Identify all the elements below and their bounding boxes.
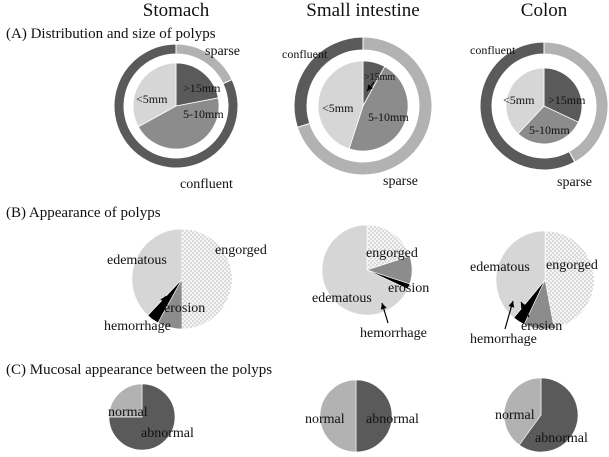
label-a-colon-lt5: <5mm — [503, 93, 535, 107]
arrow-b-colon-hemorrhage-head — [508, 301, 515, 308]
pie-slice-b-colon-engorged — [544, 230, 595, 329]
label-b-colon-engorged: engorged — [546, 258, 598, 273]
label-b-stomach-engorged: engorged — [215, 243, 267, 258]
ring-segment-a-small-intestine-confluent — [293, 36, 364, 128]
pie-slice-a-small-intestine-5-10mm — [348, 66, 409, 152]
label-c-small-normal: normal — [305, 412, 345, 427]
column-title-small-intestine: Small intestine — [306, 0, 419, 21]
pie-slice-a-small-intestine-5mm — [317, 60, 364, 150]
pie-slice-b-stomach-edematous — [131, 228, 183, 316]
label-b-stomach-hemorrhage: hemorrhage — [104, 319, 171, 334]
pie-slice-a-colon-15mm — [543, 67, 583, 123]
label-a-small-gt15: >15mm — [364, 72, 395, 83]
pie-slice-a-colon-5mm — [505, 67, 545, 135]
label-a-stomach-5-10: 5-10mm — [183, 107, 224, 121]
pie-slice-b-small-intestine-engorged — [366, 224, 411, 271]
label-a-colon-gt15: >15mm — [548, 93, 586, 107]
ring-segment-a-colon-confluent — [479, 41, 576, 171]
pie-slice-c-small-intestine-normal — [319, 379, 357, 453]
label-b-small-erosion: erosion — [388, 281, 429, 296]
label-b-colon-erosion: erosion — [521, 319, 562, 334]
column-title-colon: Colon — [521, 0, 568, 21]
label-a-small-5-10: 5-10mm — [368, 110, 409, 124]
pie-slice-b-stomach-engorged — [181, 228, 233, 330]
pie-slice-c-colon-abnormal — [518, 377, 579, 453]
label-a-stomach-confluent: confluent — [180, 177, 233, 192]
ring-segment-a-stomach-confluent — [113, 43, 239, 169]
pie-slice-a-stomach-5mm — [132, 62, 177, 128]
section-title-a: (A) Distribution and size of polyps — [6, 26, 216, 42]
label-a-stomach-sparse: sparse — [205, 44, 240, 59]
label-a-stomach-lt5: <5mm — [136, 92, 168, 106]
label-a-stomach-gt15: >15mm — [183, 81, 221, 95]
label-b-stomach-edematous: edematous — [107, 253, 167, 268]
label-b-small-edematous: edematous — [312, 291, 372, 306]
label-b-colon-hemorrhage: hemorrhage — [470, 332, 537, 347]
arrow-b-small-hemorrhage-head — [380, 303, 387, 310]
pie-slice-c-small-intestine-abnormal — [355, 379, 393, 453]
label-a-colon-5-10: 5-10mm — [529, 123, 570, 137]
label-c-stomach-abnormal: abnormal — [141, 426, 194, 441]
pie-slice-a-colon-5-10mm — [517, 105, 579, 145]
arrow-b-stomach-hemorrhage-head — [160, 296, 166, 303]
label-b-small-hemorrhage: hemorrhage — [360, 326, 427, 341]
arrow-a-small-gt15-head — [367, 84, 374, 91]
label-b-small-engorged: engorged — [366, 246, 418, 261]
label-a-small-lt5: <5mm — [322, 101, 354, 115]
section-title-b: (B) Appearance of polyps — [6, 205, 161, 221]
pie-charts-group — [108, 36, 609, 453]
label-a-small-sparse: sparse — [383, 174, 418, 189]
label-c-small-abnormal: abnormal — [366, 412, 419, 427]
label-c-colon-abnormal: abnormal — [535, 431, 588, 446]
column-title-stomach: Stomach — [143, 0, 210, 21]
section-title-c: (C) Mucosal appearance between the polyp… — [6, 362, 272, 378]
arrow-b-colon-erosion-head — [521, 302, 527, 309]
label-a-colon-confluent: confluent — [470, 43, 516, 57]
pie-slice-b-colon-edematous — [495, 230, 546, 319]
label-a-colon-sparse: sparse — [557, 175, 592, 190]
label-a-small-confluent: confluent — [282, 47, 328, 61]
label-b-colon-edematous: edematous — [470, 260, 530, 275]
pie-slice-c-stomach-normal — [108, 383, 143, 418]
label-c-colon-normal: normal — [495, 408, 535, 423]
pie-slice-c-colon-normal — [503, 377, 542, 446]
pie-slice-a-stomach-5-10mm — [137, 97, 220, 150]
label-c-stomach-normal: normal — [108, 405, 148, 420]
pie-slice-a-stomach-15mm — [175, 62, 219, 107]
label-b-stomach-erosion: erosion — [164, 301, 205, 316]
pie-slice-b-small-intestine-edematous — [321, 224, 409, 316]
